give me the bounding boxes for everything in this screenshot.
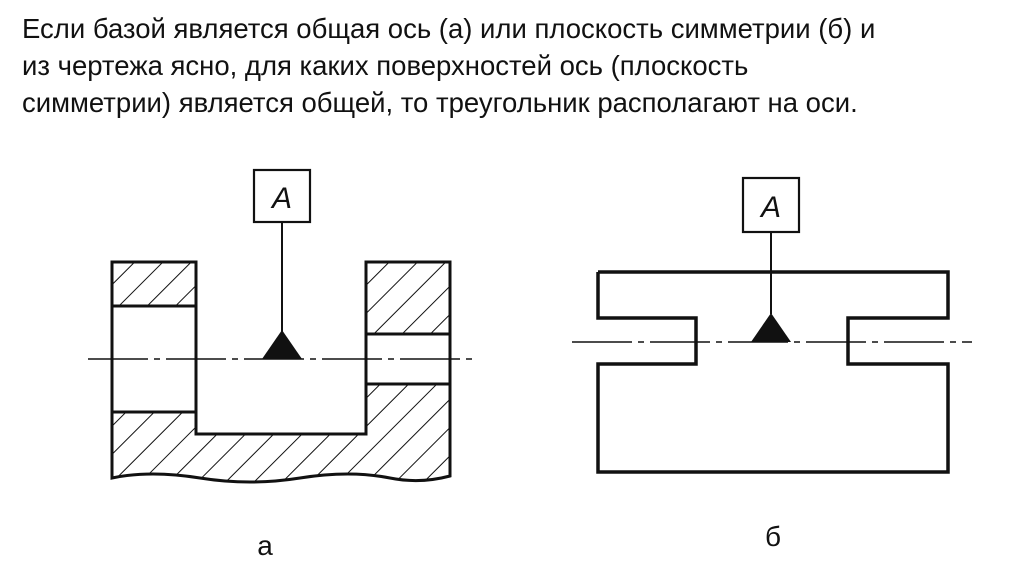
fig-b-datum-letter: A xyxy=(759,191,781,224)
fig-b-datum-triangle xyxy=(751,313,791,342)
caption-line-3: симметрии) является общей, то треугольни… xyxy=(22,87,858,118)
fig-b-lower-outline xyxy=(596,342,950,474)
fig-a-hatch-top-left xyxy=(110,260,198,308)
figure-b: A б xyxy=(572,176,972,552)
figure-a: A а xyxy=(88,168,472,561)
fig-a-datum-triangle xyxy=(262,330,302,359)
caption-line-2: из чертежа ясно, для каких поверхностей … xyxy=(22,50,749,81)
fig-a-datum-letter: A xyxy=(270,182,292,215)
fig-b-upper-outline xyxy=(596,270,950,342)
fig-b-datum-box xyxy=(741,176,801,234)
fig-a-hatch-top-right xyxy=(364,260,452,336)
caption-line-1: Если базой является общая ось (а) или пл… xyxy=(22,13,876,44)
fig-a-hatch-body xyxy=(110,382,452,484)
caption-text: Если базой является общая ось (а) или пл… xyxy=(22,10,1012,121)
fig-a-datum-box xyxy=(252,168,312,224)
fig-b-label: б xyxy=(765,521,781,552)
fig-a-label: а xyxy=(257,530,273,561)
